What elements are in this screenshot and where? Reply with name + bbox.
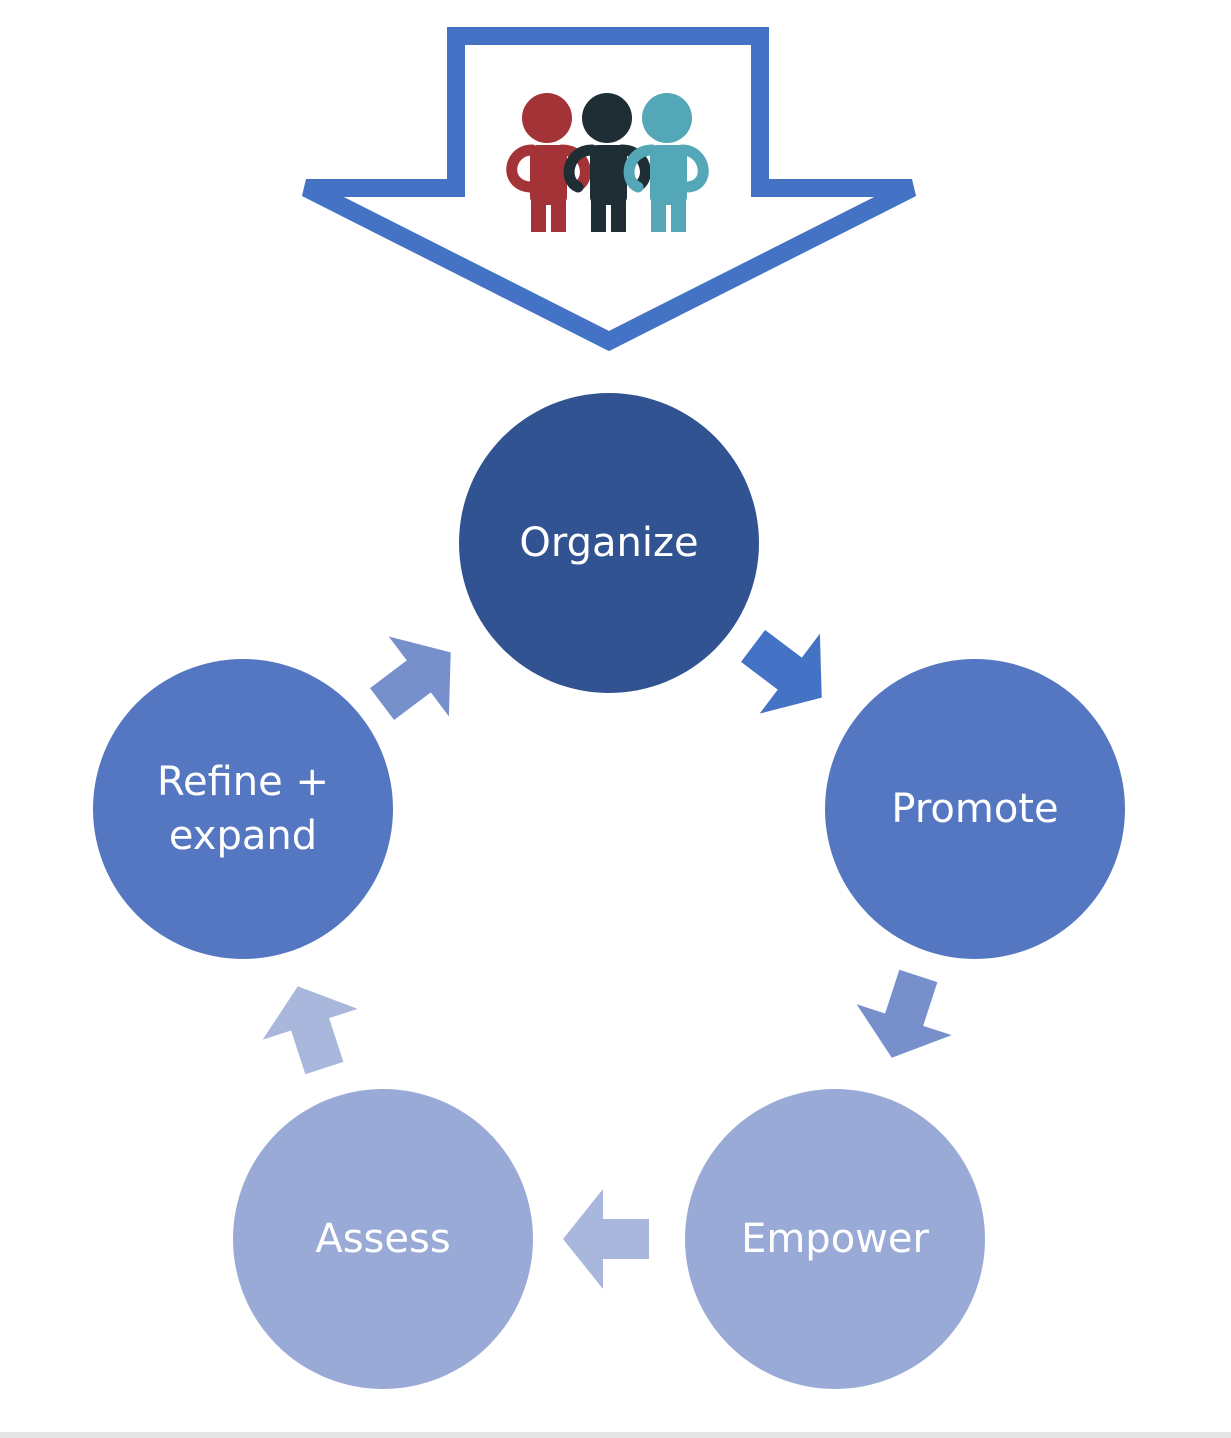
node-refine-label-line2: expand — [169, 813, 317, 859]
arrow-empower-to-assess — [563, 1189, 649, 1289]
person-teal-icon — [623, 93, 709, 232]
node-promote-circle — [825, 659, 1125, 959]
node-refine: Refine + expand — [93, 659, 393, 959]
node-organize: Organize — [459, 393, 759, 693]
arrow-organize-to-promote — [741, 629, 822, 714]
cycle-arrows — [262, 629, 952, 1289]
bottom-divider — [0, 1432, 1231, 1438]
node-promote: Promote — [825, 659, 1125, 959]
node-assess-label: Assess — [315, 1216, 450, 1262]
node-empower: Empower — [685, 1089, 985, 1389]
arrow-assess-to-refine — [262, 986, 358, 1075]
node-organize-circle — [459, 393, 759, 693]
arrow-promote-to-empower — [856, 969, 952, 1058]
node-empower-circle — [685, 1089, 985, 1389]
node-empower-label: Empower — [741, 1216, 929, 1262]
person-dark-icon — [563, 93, 651, 232]
header-down-arrow — [301, 27, 917, 352]
people-group-icon — [506, 93, 709, 232]
node-organize-label: Organize — [519, 520, 698, 566]
arrow-refine-to-organize — [370, 636, 451, 721]
node-assess-circle — [233, 1089, 533, 1389]
node-refine-label-line1: Refine + — [157, 759, 329, 805]
person-red-icon — [506, 93, 591, 232]
node-refine-circle — [93, 659, 393, 959]
node-promote-label: Promote — [891, 786, 1058, 832]
node-assess: Assess — [233, 1089, 533, 1389]
